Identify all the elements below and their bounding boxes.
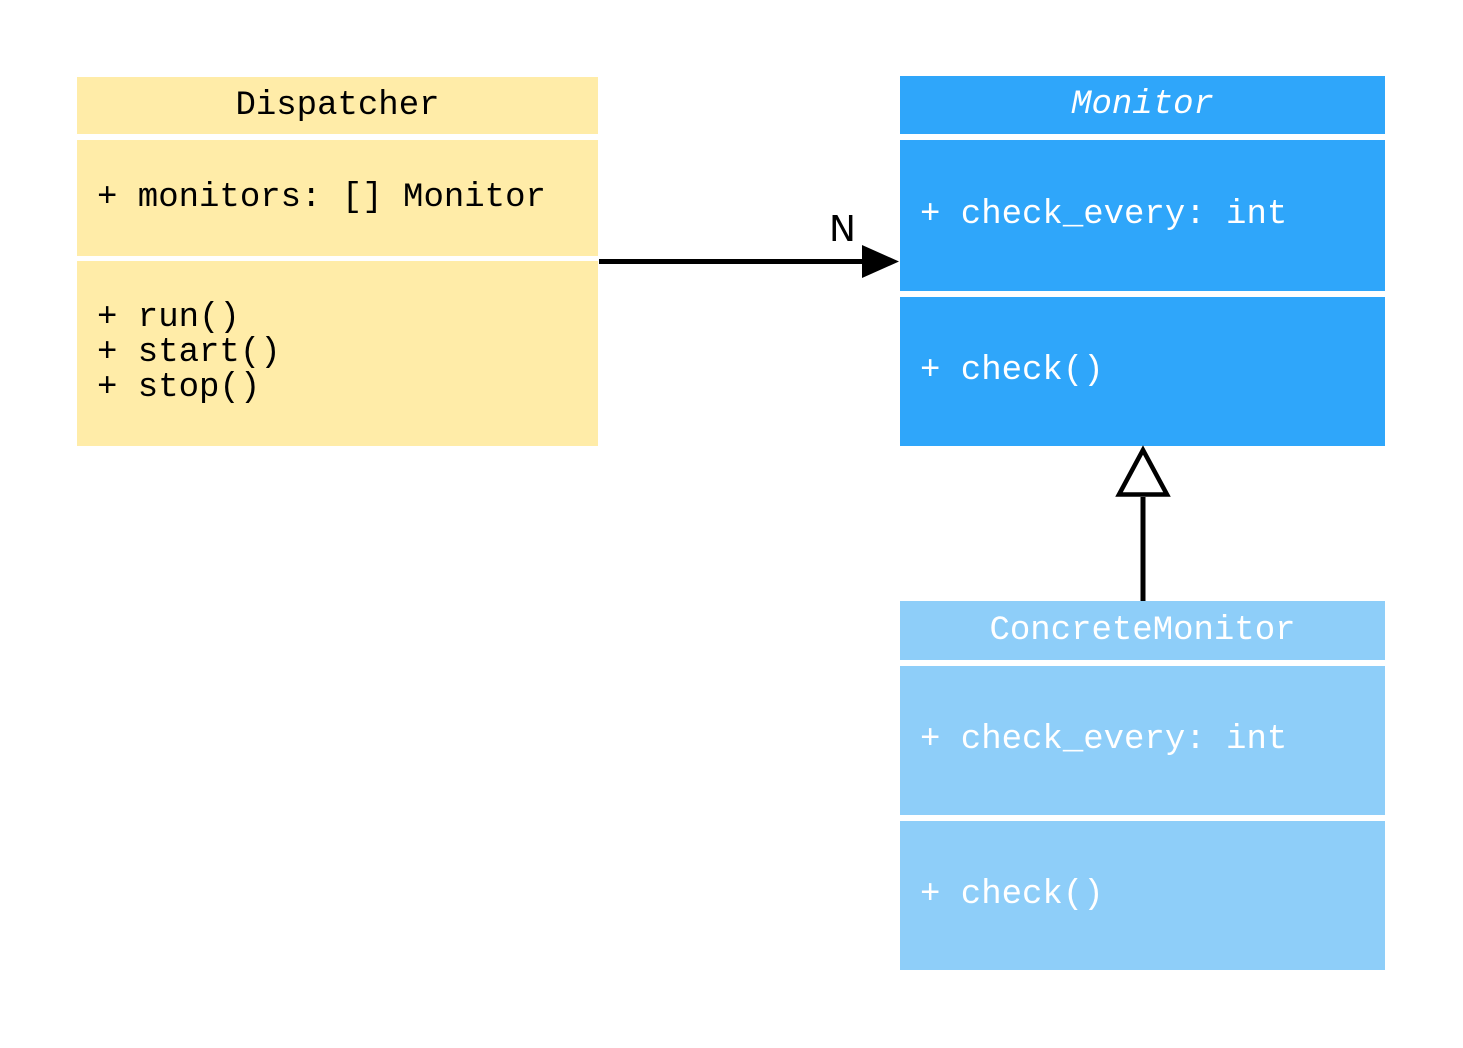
class-title-text: ConcreteMonitor bbox=[989, 611, 1296, 650]
section-divider bbox=[77, 256, 598, 261]
class-title-text: Dispatcher bbox=[235, 86, 440, 125]
method-line: + run() bbox=[97, 299, 240, 337]
inheritance-arrow bbox=[1115, 445, 1171, 601]
section-divider bbox=[900, 134, 1385, 140]
attribute-line: + check_every: int bbox=[920, 196, 1288, 234]
class-box-dispatcher: Dispatcher + monitors: [] Monitor + run(… bbox=[77, 77, 598, 446]
association-multiplicity-label: N bbox=[829, 209, 856, 250]
class-methods-concretemonitor: + check() bbox=[900, 821, 1385, 970]
method-line: + check() bbox=[920, 876, 1104, 914]
attribute-line: + check_every: int bbox=[920, 721, 1288, 759]
method-line: + stop() bbox=[97, 369, 261, 407]
class-attributes-concretemonitor: + check_every: int bbox=[900, 666, 1385, 815]
section-divider bbox=[900, 660, 1385, 666]
inheritance-arrowhead-icon bbox=[1115, 445, 1171, 497]
method-line: + start() bbox=[97, 334, 281, 372]
class-attributes-dispatcher: + monitors: [] Monitor bbox=[77, 140, 598, 256]
class-box-monitor: Monitor + check_every: int + check() bbox=[900, 76, 1385, 446]
class-attributes-monitor: + check_every: int bbox=[900, 140, 1385, 291]
attribute-line: + monitors: [] Monitor bbox=[97, 178, 546, 217]
section-divider bbox=[900, 291, 1385, 297]
class-title-dispatcher: Dispatcher bbox=[77, 77, 598, 134]
section-divider bbox=[77, 134, 598, 140]
association-arrowhead-icon bbox=[862, 245, 899, 278]
class-title-text: Monitor bbox=[1071, 86, 1214, 124]
class-title-concretemonitor: ConcreteMonitor bbox=[900, 601, 1385, 660]
class-methods-monitor: + check() bbox=[900, 297, 1385, 446]
class-box-concretemonitor: ConcreteMonitor + check_every: int + che… bbox=[900, 601, 1385, 970]
class-title-monitor: Monitor bbox=[900, 76, 1385, 134]
section-divider bbox=[900, 815, 1385, 821]
class-methods-dispatcher: + run() + start() + stop() bbox=[77, 261, 598, 446]
method-line: + check() bbox=[920, 352, 1104, 390]
